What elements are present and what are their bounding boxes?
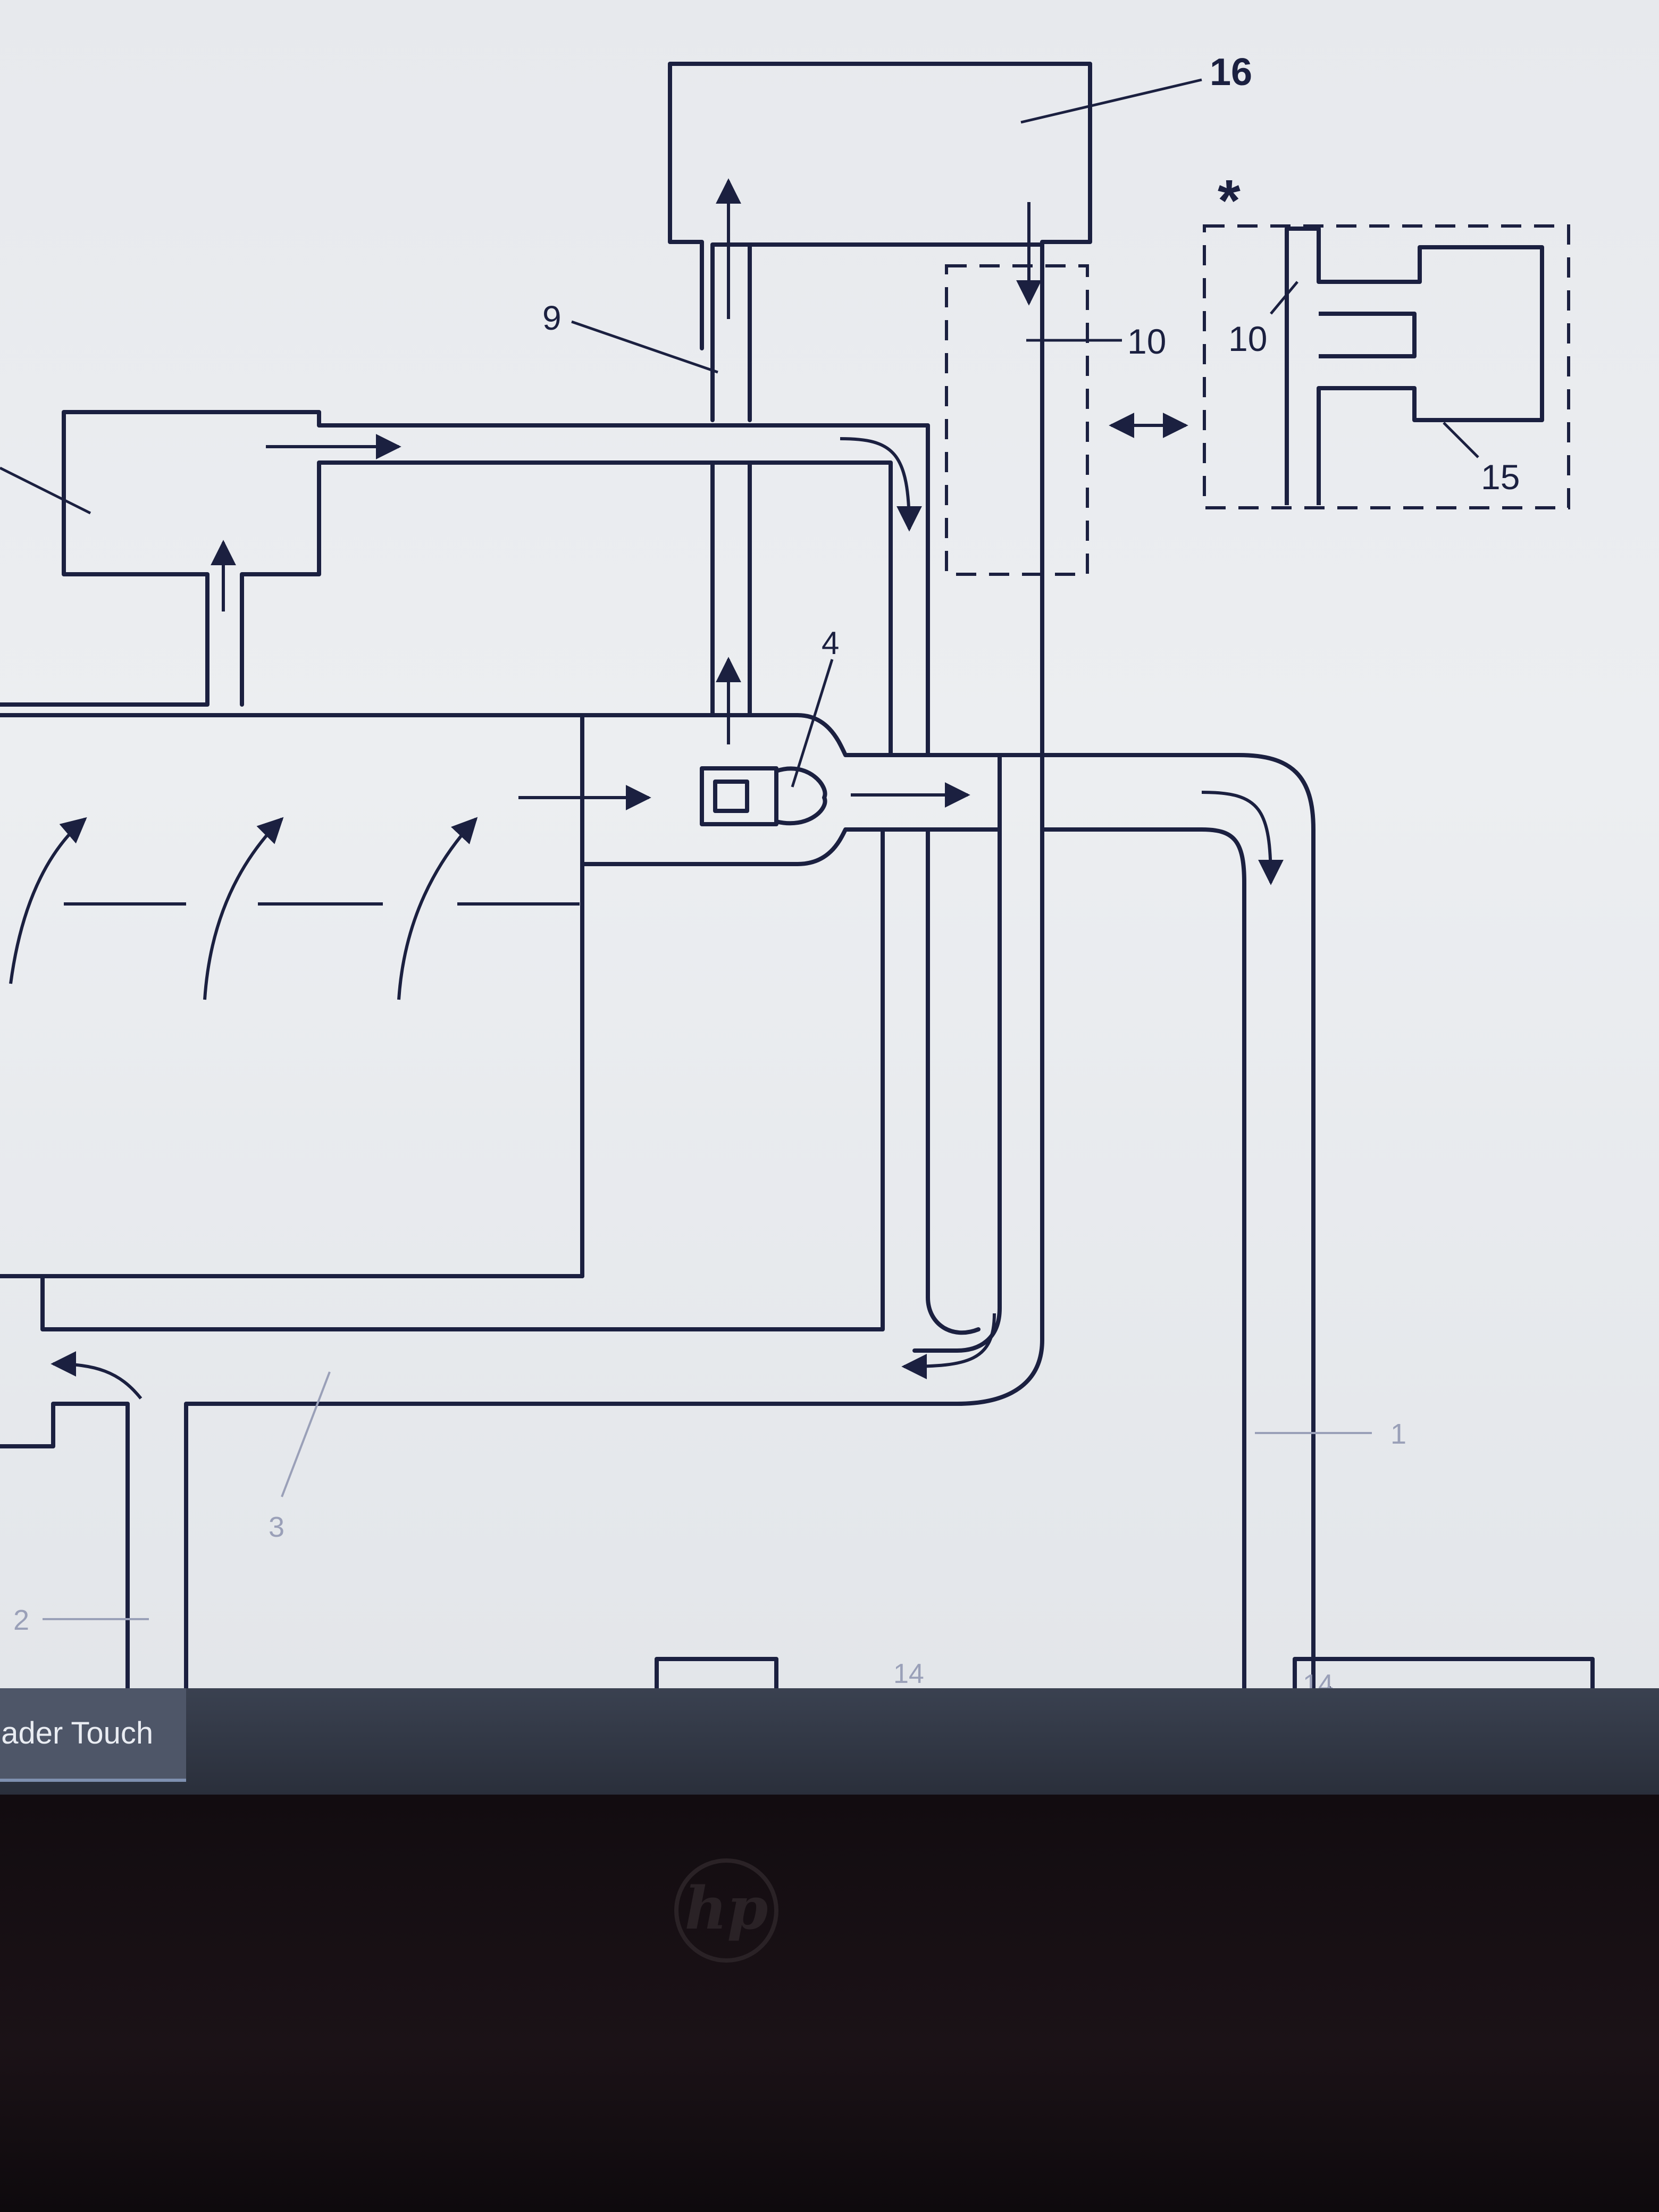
label-15: 15 bbox=[1481, 457, 1520, 497]
valve-housing bbox=[580, 713, 1002, 866]
leader-9 bbox=[571, 320, 718, 374]
laptop-bezel bbox=[0, 1795, 1659, 2212]
leader-left bbox=[0, 466, 91, 515]
flow-arrow-curve-3 bbox=[397, 817, 478, 1000]
dashed-region-10 bbox=[945, 264, 1089, 576]
chamber-16 bbox=[668, 62, 1092, 757]
label-16: 16 bbox=[1210, 51, 1252, 94]
hp-logo-icon: hp bbox=[674, 1858, 778, 1963]
bottom-box-left bbox=[655, 1657, 778, 1688]
valve-4-inner bbox=[713, 780, 749, 813]
taskbar-app-label: eader Touch bbox=[0, 1716, 154, 1750]
flow-arrow-curve-2 bbox=[203, 817, 284, 1000]
taskbar-app-reader-touch[interactable]: eader Touch bbox=[0, 1688, 186, 1782]
label-10a: 10 bbox=[1127, 322, 1166, 361]
flow-arrow-curve-1 bbox=[9, 817, 87, 984]
valve-4-body bbox=[700, 766, 778, 826]
label-star: * bbox=[1218, 168, 1241, 233]
flow-arrow-left-bottom bbox=[901, 1313, 996, 1379]
main-block bbox=[0, 713, 584, 1278]
leader-4 bbox=[791, 659, 834, 787]
lower-loop bbox=[40, 827, 981, 1335]
bottom-box-right bbox=[1293, 1657, 1595, 1688]
flow-arrow-top-curve bbox=[840, 437, 922, 532]
label-2: 2 bbox=[13, 1604, 29, 1636]
screen: 16 * 9 10 10 15 4 1 3 2 14 14 bbox=[0, 0, 1659, 1688]
label-9: 9 bbox=[542, 299, 562, 337]
label-4: 4 bbox=[822, 625, 839, 661]
taskbar: eader Touch bbox=[0, 1688, 1659, 1795]
label-14b: 14 bbox=[1303, 1669, 1334, 1688]
valve-4-bulb bbox=[774, 766, 827, 826]
label-3: 3 bbox=[269, 1511, 284, 1543]
left-box-inner bbox=[240, 460, 893, 757]
schematic-diagram: 16 * 9 10 10 15 4 1 3 2 14 14 bbox=[0, 51, 1595, 1688]
leader-3 bbox=[281, 1371, 331, 1497]
label-10b: 10 bbox=[1228, 319, 1267, 358]
flow-arrow-right-curve bbox=[1201, 791, 1284, 885]
leader-10b bbox=[1270, 281, 1298, 315]
label-1: 1 bbox=[1390, 1418, 1406, 1450]
flow-arrow-return-left bbox=[51, 1351, 143, 1400]
leader-15 bbox=[1443, 422, 1479, 458]
inset-shape bbox=[1285, 227, 1544, 505]
leader-16 bbox=[1020, 78, 1202, 124]
hp-logo-text: hp bbox=[684, 1874, 768, 1942]
return-duct bbox=[0, 753, 1044, 1688]
label-14a: 14 bbox=[893, 1658, 924, 1688]
inset-shape-tab bbox=[1319, 312, 1417, 358]
right-duct bbox=[1040, 753, 1316, 1688]
inset-dashed-box bbox=[1203, 224, 1570, 509]
duct-9-left bbox=[710, 242, 752, 422]
left-box bbox=[0, 410, 930, 757]
inner-vertical-c bbox=[912, 827, 1002, 1353]
